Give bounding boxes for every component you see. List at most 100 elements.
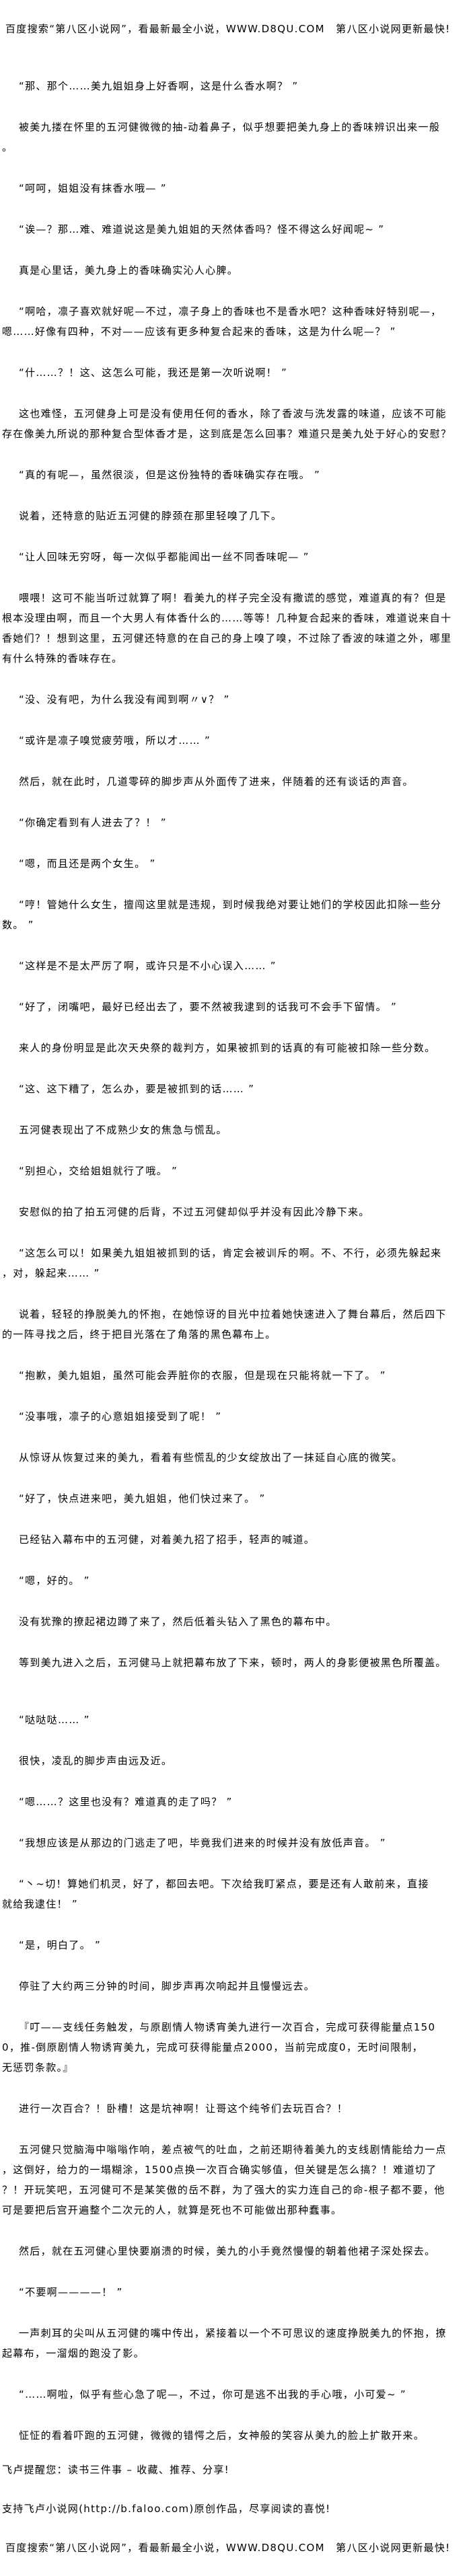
paragraph-line: 然后，就在五河健心里快要崩溃的时候，美九的小手竟然慢慢的朝着他裙子深处探去。 <box>19 2245 436 2257</box>
paragraph: “那、那个……美九姐姐身上好香啊，这是什么香水啊？ ” <box>0 76 471 96</box>
paragraph-line: 一声刺耳的尖叫从五河健的嘴中传出，紧接着以一个不可思议的速度挣脱美九的怀抱，撩 <box>19 2327 447 2339</box>
paragraph-line: “……啊啦，似乎有些心急了呢—，不过，你可是逃不出我的手心哦，小可爱~ ” <box>19 2388 406 2400</box>
paragraph: “是，明白了。 ” <box>0 1935 471 1955</box>
paragraph: “嗯，好的。 ” <box>0 1570 471 1591</box>
paragraph-line: 五河健表现出了不成熟少女的焦急与慌乱。 <box>19 1124 227 1136</box>
paragraph: 被美九搂在怀里的五河健微微的抽-动着鼻子，似乎想要把美九身上的香味辨识出来一般。 <box>0 117 471 157</box>
paragraph-line: “嗯，而且还是两个女生。 ” <box>19 858 156 870</box>
paragraph-line: ，这倒好，给力的一塌糊涂，1500点换一次百合确实够值，但关键是怎么搞？！难道切… <box>2 2164 437 2176</box>
paragraph: “好了，闭嘴吧，最好已经出去了，要不然被我逮到的话我可不会手下留情。 ” <box>0 997 471 1017</box>
paragraph-line: “嗯……？这里也没有？难道真的走了吗？ ” <box>19 1796 233 1808</box>
chapter-content: “那、那个……美九姐姐身上好香啊，这是什么香水啊？ ” 被美九搂在怀里的五河健微微… <box>0 76 471 2466</box>
paragraph-line: “那、那个……美九姐姐身上好香啊，这是什么香水啊？ ” <box>19 80 299 92</box>
paragraph-line: “是，明白了。 ” <box>19 1939 102 1951</box>
paragraph: “哼！管她什么女生，擅闯这里就是违规，到时候我绝对要让她们的学校因此扣除一些分数… <box>0 895 471 935</box>
paragraph-line: “好了，闭嘴吧，最好已经出去了，要不然被我逮到的话我可不会手下留情。 ” <box>19 1001 398 1013</box>
paragraph: “这、这下糟了，怎么办，要是被抓到的话…… ” <box>0 1079 471 1099</box>
paragraph: “真的有呢—，虽然很淡，但是这份独特的香味确实存在哦。 ” <box>0 465 471 485</box>
paragraph-line: 存在像美九所说的那种复合型体香才是，这到底是怎么回事？难道只是美九处于好心的安慰… <box>2 428 452 440</box>
paragraph: “或许是凛子嗅觉疲劳哦，所以才…… ” <box>0 730 471 751</box>
paragraph-line: “没、没有吧，为什么我没有闻到啊〃∨？ ” <box>19 693 230 706</box>
paragraph-line: “丶~切！算她们机灵，好了，都回去吧。下次给我盯紧点，要是还有人敢前来，直接 <box>19 1878 429 1890</box>
paragraph-line: “真的有呢—，虽然很淡，但是这份独特的香味确实存在哦。 ” <box>19 469 321 481</box>
reading-reminder: 飞卢提醒您：读书三件事 – 收藏、推荐、分享! <box>2 2464 229 2476</box>
paragraph-line: “你确定看到有人进去了？！ ” <box>19 817 167 829</box>
paragraph-line: “这怎么可以！如果美九姐姐被抓到的话，肯定会被训斥的啊。不、不行，必须先躲起来 <box>19 1247 442 1259</box>
paragraph-line: 已经钻入幕布中的五河健，对着美九招了招手，轻声的喊道。 <box>19 1533 316 1546</box>
paragraph-line: “这样是不是太严厉了啊，或许只是不小心误入…… ” <box>19 960 277 972</box>
paragraph: 这也难怪，五河健身上可是没有使用任何的香水，除了香波与洗发露的味道，应该不可能存… <box>0 404 471 444</box>
paragraph: “什……？！这、这怎么可能，我还是第一次听说啊！ ” <box>0 363 471 383</box>
paragraph-line: 无惩罚条款。』 <box>2 2061 74 2074</box>
paragraph: “别担心，交给姐姐就行了哦。 ” <box>0 1161 471 1181</box>
paragraph-line: 怔怔的看着吓跑的五河健，微微的错愕之后，女神般的笑容从美九的脸上扩散开来。 <box>19 2429 425 2441</box>
paragraph: “不要啊————！ ” <box>0 2282 471 2302</box>
paragraph-line: “或许是凛子嗅觉疲劳哦，所以才…… ” <box>19 734 211 747</box>
paragraph: “你确定看到有人进去了？！ ” <box>0 812 471 833</box>
paragraph: 喂喂！这可不能当听过就算了啊！看美九的样子完全没有撒谎的感觉，难道真的有？但是根… <box>0 588 471 669</box>
paragraph-line: 这也难怪，五河健身上可是没有使用任何的香水，除了香波与洗发露的味道，应该不可能 <box>19 408 447 420</box>
paragraph: “啊哈，凛子喜欢就好呢—不过，凛子身上的香味也不是香水吧？这种香味好特别呢—，嗯… <box>0 301 471 342</box>
paragraph-line: “哒哒哒…… ” <box>19 1714 90 1726</box>
paragraph-line: “别担心，交给姐姐就行了哦。 ” <box>19 1165 178 1177</box>
paragraph: 五河健表现出了不成熟少女的焦急与慌乱。 <box>0 1120 471 1140</box>
paragraph-line: “哼！管她什么女生，擅闯这里就是违规，到时候我绝对要让她们的学校因此扣除一些分 <box>19 899 442 911</box>
paragraph: 怔怔的看着吓跑的五河健，微微的错愕之后，女神般的笑容从美九的脸上扩散开来。 <box>0 2425 471 2446</box>
paragraph-line: 然后，就在此时，几道零碎的脚步声从外面传了进来，伴随着的还有谈话的声音。 <box>19 775 414 788</box>
support-notice: 支持飞卢小说网(http://b.faloo.com)原创作品，尽享阅读的喜悦! <box>2 2503 331 2515</box>
paragraph-line: 真是心里话，美九身上的香味确实沁人心脾。 <box>19 264 239 276</box>
paragraph-line: “没事哦，凛子的心意姐姐接受到了呢！ ” <box>19 1410 222 1423</box>
paragraph-line: 0，推-倒原剧情人物诱宵美九，完成可获得能量点2000，当前完成度0，无时间限制… <box>2 2041 423 2053</box>
paragraph-line: 。 <box>2 141 13 153</box>
paragraph: 来人的身份明显是此次天央祭的裁判方，如果被抓到的话真的有可能被扣除一些分数。 <box>0 1038 471 1058</box>
paragraph: “嗯……？这里也没有？难道真的走了吗？ ” <box>0 1792 471 1812</box>
paragraph-line: 起幕布，一溜烟的跑没了影。 <box>2 2347 145 2359</box>
paragraph-line: “什……？！这、这怎么可能，我还是第一次听说啊！ ” <box>19 367 288 379</box>
paragraph: 很快，凌乱的脚步声由远及近。 <box>0 1751 471 1771</box>
paragraph: 然后，就在五河健心里快要崩溃的时候，美九的小手竟然慢慢的朝着他裙子深处探去。 <box>0 2241 471 2261</box>
paragraph-line: 根本没理由啊，而且一个大男人有体香什么的……等等！几种复合起来的香味，难道说来自… <box>2 612 452 624</box>
paragraph-line: 从惊讶从恢复过来的美九，看着有些慌乱的少女绽放出了一抹延自心底的微笑。 <box>19 1451 403 1464</box>
paragraph-line: “这、这下糟了，怎么办，要是被抓到的话…… ” <box>19 1083 255 1095</box>
paragraph-line: 喂喂！这可不能当听过就算了啊！看美九的样子完全没有撒谎的感觉，难道真的有？但是 <box>19 592 447 604</box>
paragraph-line: 可是要把后宫开遍整个二次元的人，就算是死也不可能做出那种蠢事。 <box>2 2204 342 2216</box>
paragraph: 从惊讶从恢复过来的美九，看着有些慌乱的少女绽放出了一抹延自心底的微笑。 <box>0 1447 471 1468</box>
paragraph: “这怎么可以！如果美九姐姐被抓到的话，肯定会被训斥的啊。不、不行，必须先躲起来 ，… <box>0 1243 471 1283</box>
paragraph: 一声刺耳的尖叫从五河健的嘴中传出，紧接着以一个不可思议的速度挣脱美九的怀抱，撩起… <box>0 2323 471 2363</box>
paragraph-line: 说着，还特意的贴近五河健的脖颈在那里轻嗅了几下。 <box>19 510 283 522</box>
paragraph: “哒哒哒…… ” <box>0 1710 471 1730</box>
paragraph-line: “嗯，好的。 ” <box>19 1575 90 1587</box>
paragraph: “没、没有吧，为什么我没有闻到啊〃∨？ ” <box>0 689 471 710</box>
site-banner-bottom: 百度搜索“第八区小说网”，看最新最全小说，WWW.D8QU.COM 第八区小说网… <box>5 2542 451 2554</box>
paragraph-line: “让人回味无穷呀，每一次似乎都能闻出一丝不同香味呢— ” <box>19 551 310 563</box>
paragraph-line: “不要啊————！ ” <box>19 2286 123 2298</box>
paragraph: “好了，快点进来吧，美九姐姐，他们快过来了。 ” <box>0 1488 471 1509</box>
paragraph: “……啊啦，似乎有些心急了呢—，不过，你可是逃不出我的手心哦，小可爱~ ” <box>0 2384 471 2404</box>
paragraph-line: 的一阵寻找之后，终于把目光落在了角落的黑色幕布上。 <box>2 1328 277 1340</box>
paragraph-line: 香她们？！想到这里，五河健还特意的在自己的身上嗅了嗅，不过除了香波的味道之外，哪… <box>2 632 452 644</box>
paragraph: 五河健只觉脑海中嗡嗡作响，差点被气的吐血，之前还期待着美九的支线剧情能给力一点 ，… <box>0 2139 471 2220</box>
paragraph: 『叮——支线任务触发，与原剧情人物诱宵美九进行一次百合，完成可获得能量点150 0… <box>0 2017 471 2078</box>
paragraph-line: 等到美九进入之后，五河健马上就把幕布放了下来，顿时，两人的身影便被黑色所覆盖。 <box>19 1657 447 1669</box>
paragraph: 进行一次百合？！卧槽！这是坑神啊！让哥这个纯爷们去玩百合？！ <box>0 2098 471 2119</box>
paragraph: “丶~切！算她们机灵，好了，都回去吧。下次给我盯紧点，要是还有人敢前来，直接就给… <box>0 1874 471 1914</box>
paragraph-line: 进行一次百合？！卧槽！这是坑神啊！让哥这个纯爷们去玩百合？！ <box>19 2103 349 2115</box>
paragraph: 停驻了大约两三分钟的时间，脚步声再次响起并且慢慢远去。 <box>0 1976 471 1996</box>
paragraph-line: 没有犹豫的撩起裙边蹲了来了，然后低着头钻入了黑色的幕布中。 <box>19 1616 337 1628</box>
paragraph-line: 『叮——支线任务触发，与原剧情人物诱宵美九进行一次百合，完成可获得能量点150 <box>19 2021 436 2033</box>
paragraph-line: “呵呵，姐姐没有抹香水哦— ” <box>19 182 167 194</box>
paragraph-line: 很快，凌乱的脚步声由远及近。 <box>19 1755 173 1767</box>
paragraph: “没事哦，凛子的心意姐姐接受到了呢！ ” <box>0 1406 471 1427</box>
paragraph-line: ，对，躲起来…… ” <box>2 1267 100 1279</box>
paragraph: “让人回味无穷呀，每一次似乎都能闻出一丝不同香味呢— ” <box>0 547 471 567</box>
site-banner-top: 百度搜索“第八区小说网”，看最新最全小说，WWW.D8QU.COM 第八区小说网… <box>5 23 451 35</box>
paragraph: “呵呵，姐姐没有抹香水哦— ” <box>0 178 471 198</box>
paragraph: 等到美九进入之后，五河健马上就把幕布放了下来，顿时，两人的身影便被黑色所覆盖。 <box>0 1653 471 1673</box>
paragraph: 然后，就在此时，几道零碎的脚步声从外面传了进来，伴随着的还有谈话的声音。 <box>0 771 471 792</box>
paragraph-line: 就给我逮住！ ” <box>2 1898 78 1910</box>
paragraph: 真是心里话，美九身上的香味确实沁人心脾。 <box>0 260 471 280</box>
paragraph: 已经钻入幕布中的五河健，对着美九招了招手，轻声的喊道。 <box>0 1529 471 1550</box>
paragraph-line: “诶—？那…难、难道说这是美九姐姐的天然体香吗？怪不得这么好闻呢~ ” <box>19 223 385 235</box>
paragraph: 说着，轻轻的挣脱美九的怀抱，在她惊讶的目光中拉着她快速进入了舞台幕后，然后四下的… <box>0 1304 471 1344</box>
paragraph-line: 五河健只觉脑海中嗡嗡作响，差点被气的吐血，之前还期待着美九的支线剧情能给力一点 <box>19 2144 447 2156</box>
